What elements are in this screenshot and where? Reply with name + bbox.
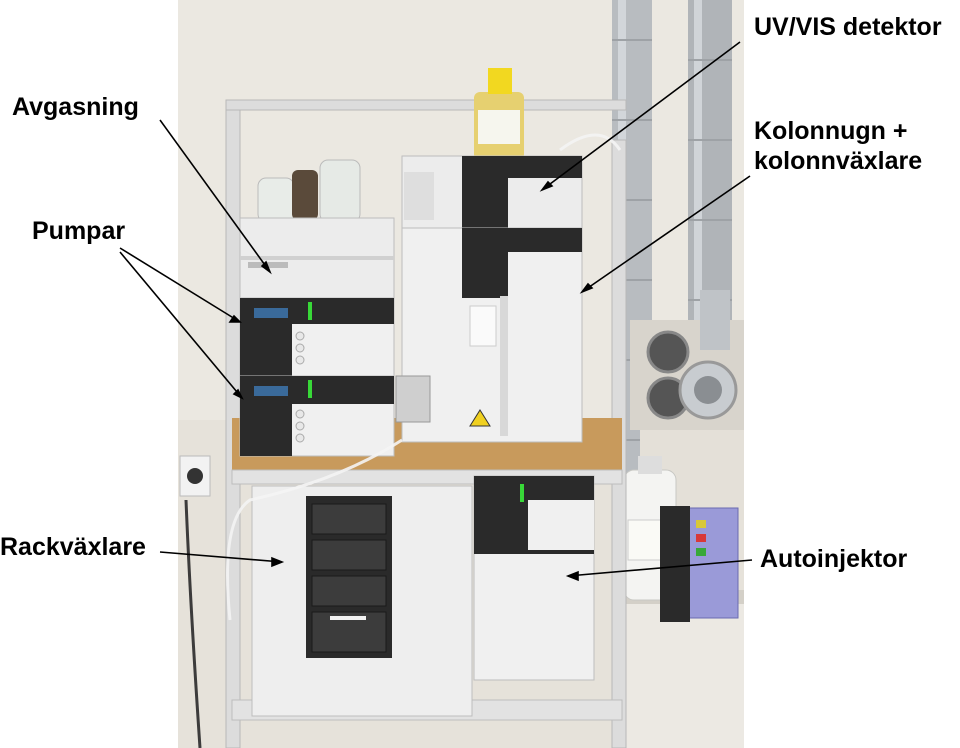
manifold [395, 375, 431, 423]
label-rack-changer: Rackväxlare [0, 532, 146, 562]
column-oven-module [401, 227, 583, 443]
label-uv-vis-detector: UV/VIS detektor [754, 12, 942, 42]
tubing [184, 133, 622, 748]
label-column-oven-line2: kolonnväxlare [754, 147, 923, 175]
label-autosampler: Autoinjektor [760, 544, 908, 574]
pump-module-2 [239, 375, 395, 457]
degasser-module [239, 217, 395, 299]
label-column-oven: Kolonnugn + kolonnväxlare [754, 116, 923, 176]
solvent-bottles [257, 68, 524, 223]
label-degasser: Avgasning [12, 92, 139, 122]
rack-changer-module [251, 485, 473, 717]
annotation-arrows [119, 41, 753, 582]
label-pumps: Pumpar [32, 216, 126, 246]
label-column-oven-line1: Kolonnugn + [754, 117, 908, 145]
pump-module-1 [239, 297, 395, 377]
uv-vis-detector-module [401, 155, 583, 229]
autosampler-module [473, 475, 595, 681]
